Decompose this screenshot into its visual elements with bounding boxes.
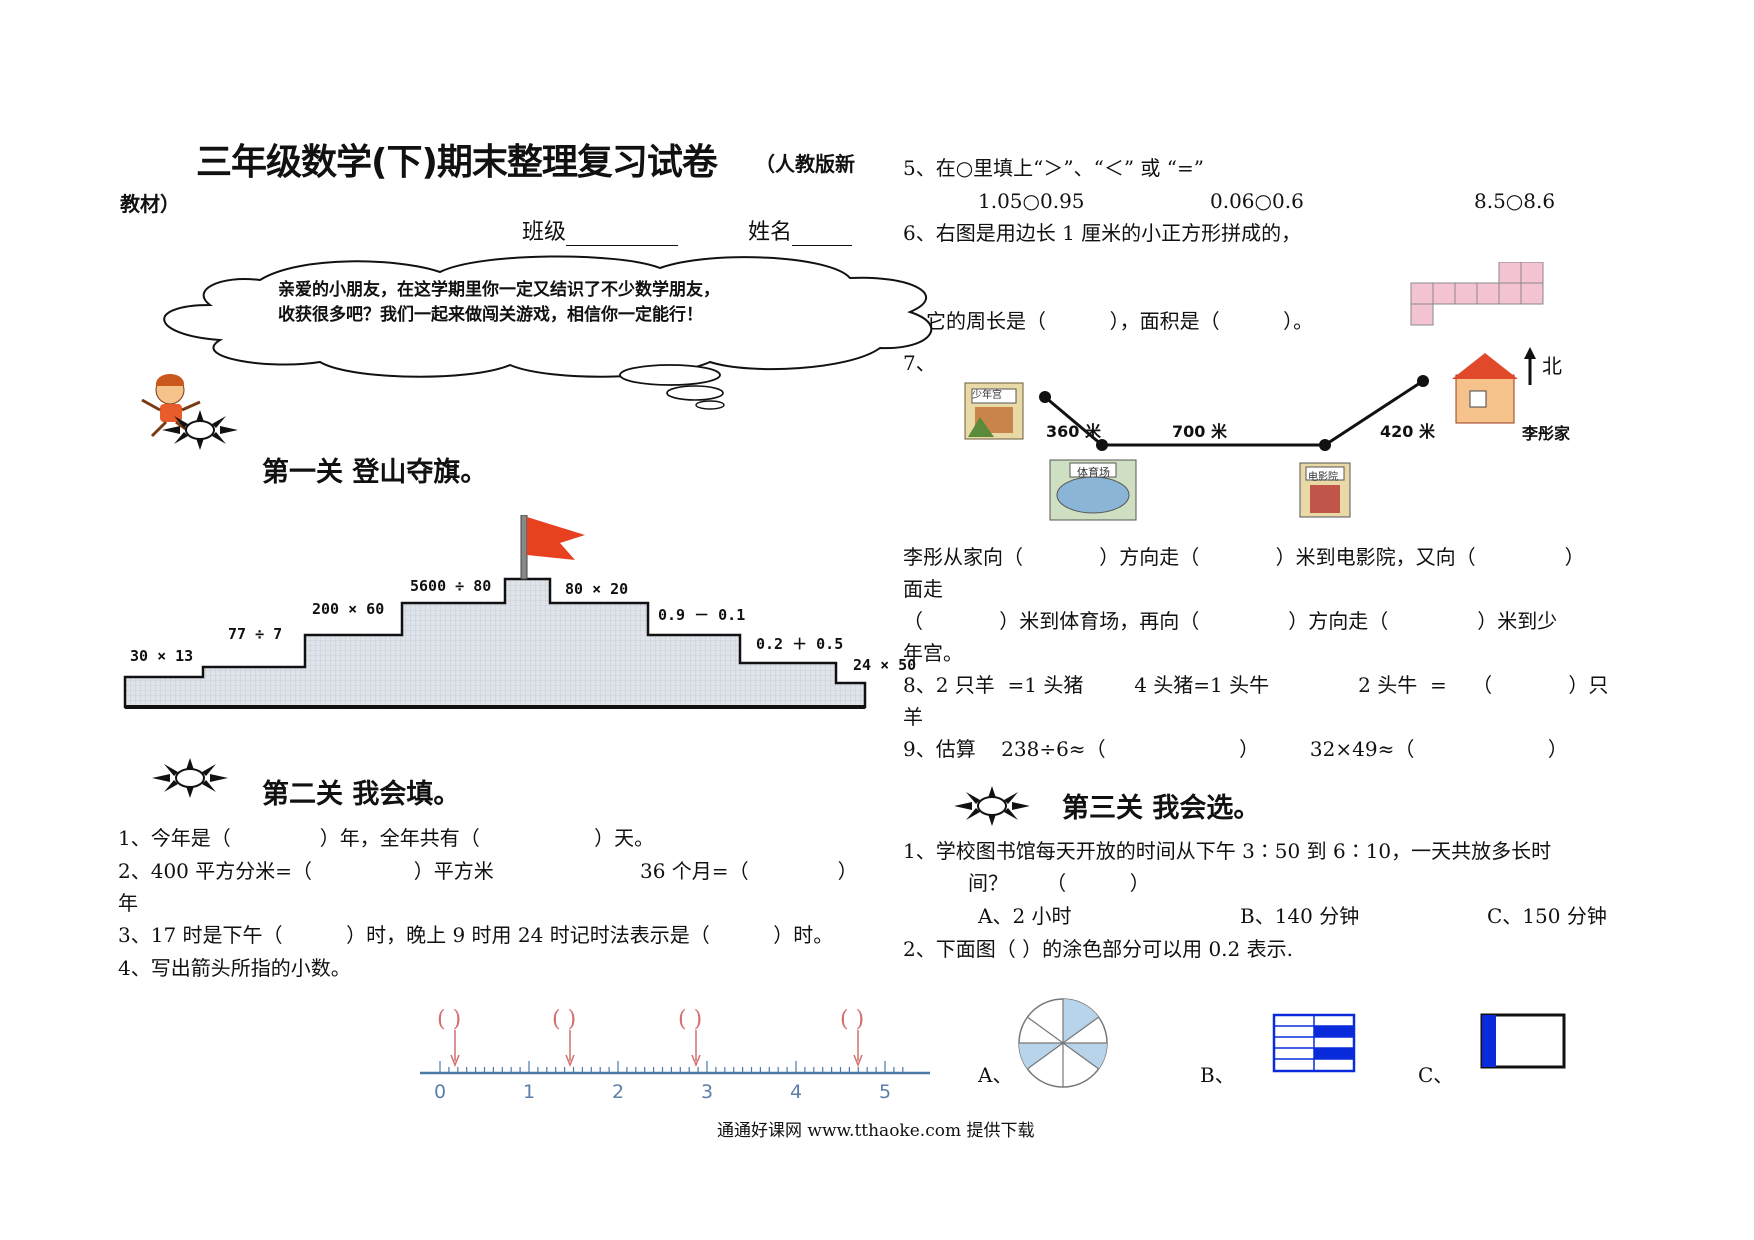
question-5b: 0.06○0.6 [1210, 189, 1304, 213]
answer-bracket-2[interactable]: ( ) [552, 1007, 577, 1032]
option-a[interactable]: A、2 小时 [978, 904, 1072, 928]
footer-text[interactable]: 通通好课网 www.tthaoke.com 提供下载 [717, 1121, 1035, 1141]
question-7c: （ ）米到体育场，再向（ ）方向走（ ）米到少 [903, 609, 1558, 633]
palace-label: 少年宫 [972, 390, 1002, 401]
question-2-4: 4、写出箭头所指的小数。 [118, 956, 351, 980]
home-label: 李彤家 [1522, 424, 1571, 443]
numberline-label-4: 4 [790, 1081, 803, 1103]
question-8: 8、2 只羊 =1 头猪 4 头猪=1 头牛 2 头牛 = （ ）只 [903, 673, 1609, 697]
question-7a: 李彤从家向（ ）方向走（ ）米到电影院，又向（ ） [903, 545, 1585, 569]
question-6b: 它的周长是（ ），面积是（ ）。 [926, 309, 1314, 333]
mountain-diagram [123, 515, 867, 709]
question-2-2c: 年 [118, 891, 138, 915]
figure-c-rect [1480, 1013, 1566, 1069]
step-3: 200 × 60 [312, 600, 385, 618]
answer-bracket-3[interactable]: ( ) [678, 1007, 703, 1032]
cinema-icon [1299, 462, 1351, 518]
numberline-label-3: 3 [701, 1081, 714, 1103]
cinema-label: 电影院 [1308, 472, 1338, 483]
title-suffix-2: 教材） [120, 192, 180, 216]
section2-title: 第二关 我会填。 [262, 779, 461, 810]
home-icon [1452, 353, 1518, 424]
stadium-icon [1049, 459, 1137, 521]
answer-bracket-4[interactable]: ( ) [840, 1007, 865, 1032]
numberline-label-1: 1 [523, 1081, 536, 1103]
cloud-line-2: 收获很多吧？我们一起来做闯关游戏，相信你一定能行！ [278, 305, 703, 325]
sun-icon [954, 786, 1030, 826]
sun-icon [152, 758, 228, 798]
question-8b: 羊 [903, 705, 923, 729]
figure-a-pie [1018, 998, 1108, 1088]
step-8: 24 × 50 [853, 656, 917, 674]
figure-a-label[interactable]: A、 [978, 1063, 1013, 1087]
question-3-2: 2、下面图（ ）的涂色部分可以用 0.2 表示. [903, 937, 1293, 961]
stadium-label: 体育场 [1077, 466, 1110, 479]
palace-icon [964, 382, 1024, 440]
square-figure [1410, 262, 1544, 326]
sun-icon [162, 410, 238, 450]
question-5a: 1.05○0.95 [978, 189, 1085, 213]
question-5c: 8.5○8.6 [1474, 189, 1556, 213]
question-2-2a: 2、400 平方分米=（ ）平方米 [118, 859, 494, 883]
question-7d: 年宫。 [903, 641, 963, 665]
step-4: 5600 ÷ 80 [410, 577, 492, 595]
option-b[interactable]: B、140 分钟 [1240, 904, 1360, 928]
figure-b-label[interactable]: B、 [1200, 1063, 1235, 1087]
step-2: 77 ÷ 7 [228, 625, 283, 643]
number-line [420, 1030, 930, 1075]
speech-cloud [163, 255, 933, 410]
route-map [964, 347, 1536, 521]
step-5: 80 × 20 [565, 580, 629, 598]
question-6: 6、右图是用边长 1 厘米的小正方形拼成的， [903, 221, 1302, 245]
figure-b-bars [1272, 1013, 1356, 1073]
north-label: 北 [1542, 354, 1562, 378]
figure-c-label[interactable]: C、 [1418, 1063, 1454, 1087]
question-2-1: 1、今年是（ ）年，全年共有（ ）天。 [118, 826, 655, 850]
question-5: 5、在○里填上“＞”、“＜” 或 “=” [903, 156, 1204, 180]
question-2-2b: 36 个月=（ ） [640, 859, 858, 883]
question-3-1b: 间？ （ ） [968, 871, 1150, 895]
page-title: 三年级数学(下)期末整理复习试卷 [196, 142, 718, 183]
step-6: 0.9 － 0.1 [658, 606, 746, 624]
name-field[interactable]: 姓名 [748, 220, 853, 246]
title-suffix: （人教版新 [755, 152, 855, 176]
numberline-label-0: 0 [434, 1081, 447, 1103]
numberline-label-5: 5 [879, 1081, 892, 1103]
question-7: 7、 [903, 351, 936, 375]
cloud-line-1: 亲爱的小朋友，在这学期里你一定又结识了不少数学朋友， [278, 280, 720, 300]
option-c[interactable]: C、150 分钟 [1487, 904, 1607, 928]
step-1: 30 × 13 [130, 647, 194, 665]
section1-title: 第一关 登山夺旗。 [262, 457, 488, 488]
question-3-1: 1、学校图书馆每天开放的时间从下午 3∶50 到 6∶10，一天共放多长时 [903, 839, 1552, 863]
distance-700: 700 米 [1172, 422, 1227, 441]
step-7: 0.2 ＋ 0.5 [756, 635, 844, 653]
answer-bracket-1[interactable]: ( ) [437, 1007, 462, 1032]
numberline-label-2: 2 [612, 1081, 625, 1103]
section3-title: 第三关 我会选。 [1062, 793, 1261, 824]
distance-360: 360 米 [1046, 422, 1101, 441]
question-2-3: 3、17 时是下午（ ）时，晚上 9 时用 24 时记时法表示是（ ）时。 [118, 923, 834, 947]
question-7b: 面走 [903, 577, 943, 601]
question-9: 9、估算 238÷6≈（ ） 32×49≈（ ） [903, 737, 1568, 761]
class-field[interactable]: 班级 [522, 220, 679, 246]
distance-420: 420 米 [1380, 422, 1435, 441]
